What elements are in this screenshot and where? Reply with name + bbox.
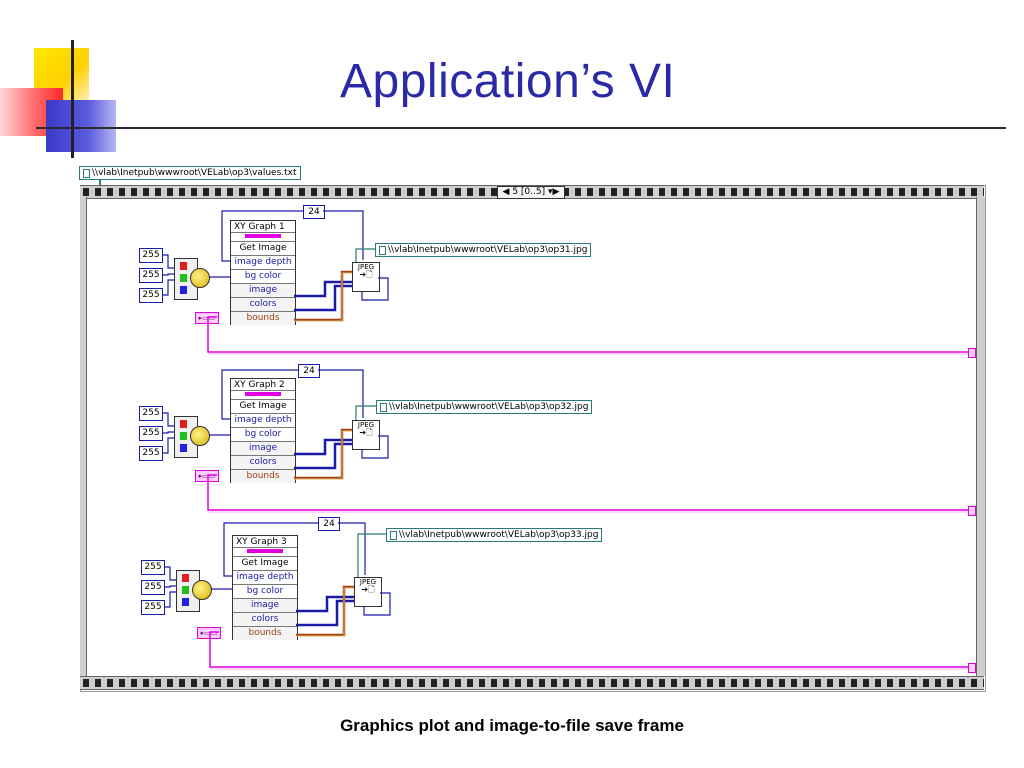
error-tunnel-3 bbox=[968, 663, 976, 673]
sequence-selector-value: 5 [0..5] bbox=[512, 187, 546, 197]
error-tunnel-2 bbox=[968, 506, 976, 516]
output-path-constant-2[interactable]: \\vlab\Inetpub\wwwroot\VELab\op3\op32.jp… bbox=[376, 400, 593, 414]
write-jpeg-node-3[interactable]: JPEG➔🗋 bbox=[354, 577, 382, 607]
rgb-constant-1-2[interactable]: 255 bbox=[139, 268, 163, 283]
write-file-icon: ➔🗋 bbox=[359, 428, 373, 437]
rgb-constant-3-2[interactable]: 255 bbox=[141, 580, 165, 595]
rgb-constant-1-1[interactable]: 255 bbox=[139, 248, 163, 263]
rgb-to-color-node-2[interactable] bbox=[174, 416, 198, 458]
refnum-bar-icon bbox=[245, 234, 281, 238]
property-bg-color[interactable]: bg color bbox=[233, 584, 297, 598]
color-wheel-icon bbox=[190, 426, 210, 446]
error-cluster-constant-1[interactable]: ▸▭▭ bbox=[195, 312, 219, 324]
property-bounds[interactable]: bounds bbox=[231, 469, 295, 483]
method-label: Get Image bbox=[231, 399, 295, 413]
logo-vertical-line bbox=[71, 40, 74, 158]
property-image-depth[interactable]: image depth bbox=[233, 570, 297, 584]
logo-blue-square bbox=[46, 100, 116, 152]
write-jpeg-node-1[interactable]: JPEG➔🗋 bbox=[352, 262, 380, 292]
rgb-channel-icon bbox=[180, 274, 187, 282]
output-path-constant-1[interactable]: \\vlab\Inetpub\wwwroot\VELab\op3\op31.jp… bbox=[375, 243, 592, 257]
image-depth-constant-3[interactable]: 24 bbox=[318, 517, 340, 531]
rgb-constant-2-2[interactable]: 255 bbox=[139, 426, 163, 441]
write-jpeg-node-2[interactable]: JPEG➔🗋 bbox=[352, 420, 380, 450]
sequence-frame bbox=[80, 185, 986, 692]
property-image-depth[interactable]: image depth bbox=[231, 255, 295, 269]
write-file-icon: ➔🗋 bbox=[361, 585, 375, 594]
graph-reference-label: XY Graph 2 bbox=[231, 379, 295, 391]
rgb-channel-icon bbox=[182, 586, 189, 594]
rgb-channel-icon bbox=[180, 444, 187, 452]
color-wheel-icon bbox=[190, 268, 210, 288]
sequence-frame-bottom-border bbox=[80, 676, 984, 690]
sequence-dropdown-icon[interactable]: ▾▶ bbox=[548, 187, 560, 197]
rgb-channel-icon bbox=[180, 286, 187, 294]
sequence-prev-icon[interactable]: ◀ bbox=[502, 187, 510, 197]
rgb-channel-icon bbox=[180, 420, 187, 428]
slide-title: Application’s VI bbox=[340, 55, 676, 108]
property-bounds[interactable]: bounds bbox=[231, 311, 295, 325]
graph-reference-label: XY Graph 1 bbox=[231, 221, 295, 233]
method-label: Get Image bbox=[231, 241, 295, 255]
property-bg-color[interactable]: bg color bbox=[231, 269, 295, 283]
sequence-frame-left-border bbox=[80, 197, 87, 676]
rgb-channel-icon bbox=[180, 432, 187, 440]
error-cluster-constant-2[interactable]: ▸▭▭ bbox=[195, 470, 219, 482]
jpeg-label: JPEG bbox=[357, 263, 375, 271]
rgb-channel-icon bbox=[182, 598, 189, 606]
property-colors[interactable]: colors bbox=[231, 297, 295, 311]
property-colors[interactable]: colors bbox=[231, 455, 295, 469]
rgb-channel-icon bbox=[182, 574, 189, 582]
rgb-channel-icon bbox=[180, 262, 187, 270]
property-image[interactable]: image bbox=[231, 283, 295, 297]
property-image[interactable]: image bbox=[231, 441, 295, 455]
slide-caption: Graphics plot and image-to-file save fra… bbox=[340, 716, 684, 735]
values-path-constant[interactable]: \\vlab\Inetpub\wwwroot\VELab\op3\values.… bbox=[79, 166, 301, 180]
property-colors[interactable]: colors bbox=[233, 612, 297, 626]
write-file-icon: ➔🗋 bbox=[359, 270, 373, 279]
rgb-constant-3-1[interactable]: 255 bbox=[141, 560, 165, 575]
method-label: Get Image bbox=[233, 556, 297, 570]
color-wheel-icon bbox=[192, 580, 212, 600]
jpeg-label: JPEG bbox=[357, 421, 375, 429]
rgb-constant-2-3[interactable]: 255 bbox=[139, 446, 163, 461]
image-depth-constant-2[interactable]: 24 bbox=[298, 364, 320, 378]
property-bg-color[interactable]: bg color bbox=[231, 427, 295, 441]
rgb-constant-2-1[interactable]: 255 bbox=[139, 406, 163, 421]
rgb-constant-3-3[interactable]: 255 bbox=[141, 600, 165, 615]
title-underline bbox=[36, 127, 1006, 129]
property-image[interactable]: image bbox=[233, 598, 297, 612]
refnum-bar-icon bbox=[245, 392, 281, 396]
image-depth-constant-1[interactable]: 24 bbox=[303, 205, 325, 219]
property-bounds[interactable]: bounds bbox=[233, 626, 297, 640]
sequence-selector[interactable]: ◀ 5 [0..5] ▾▶ bbox=[497, 186, 565, 199]
property-image-depth[interactable]: image depth bbox=[231, 413, 295, 427]
error-tunnel-1 bbox=[968, 348, 976, 358]
error-cluster-constant-3[interactable]: ▸▭▭ bbox=[197, 627, 221, 639]
sequence-frame-right-border bbox=[976, 197, 985, 676]
jpeg-label: JPEG bbox=[359, 578, 377, 586]
rgb-constant-1-3[interactable]: 255 bbox=[139, 288, 163, 303]
refnum-bar-icon bbox=[247, 549, 283, 553]
graph-reference-label: XY Graph 3 bbox=[233, 536, 297, 548]
output-path-constant-3[interactable]: \\vlab\Inetpub\wwwroot\VELab\op3\op33.jp… bbox=[386, 528, 603, 542]
